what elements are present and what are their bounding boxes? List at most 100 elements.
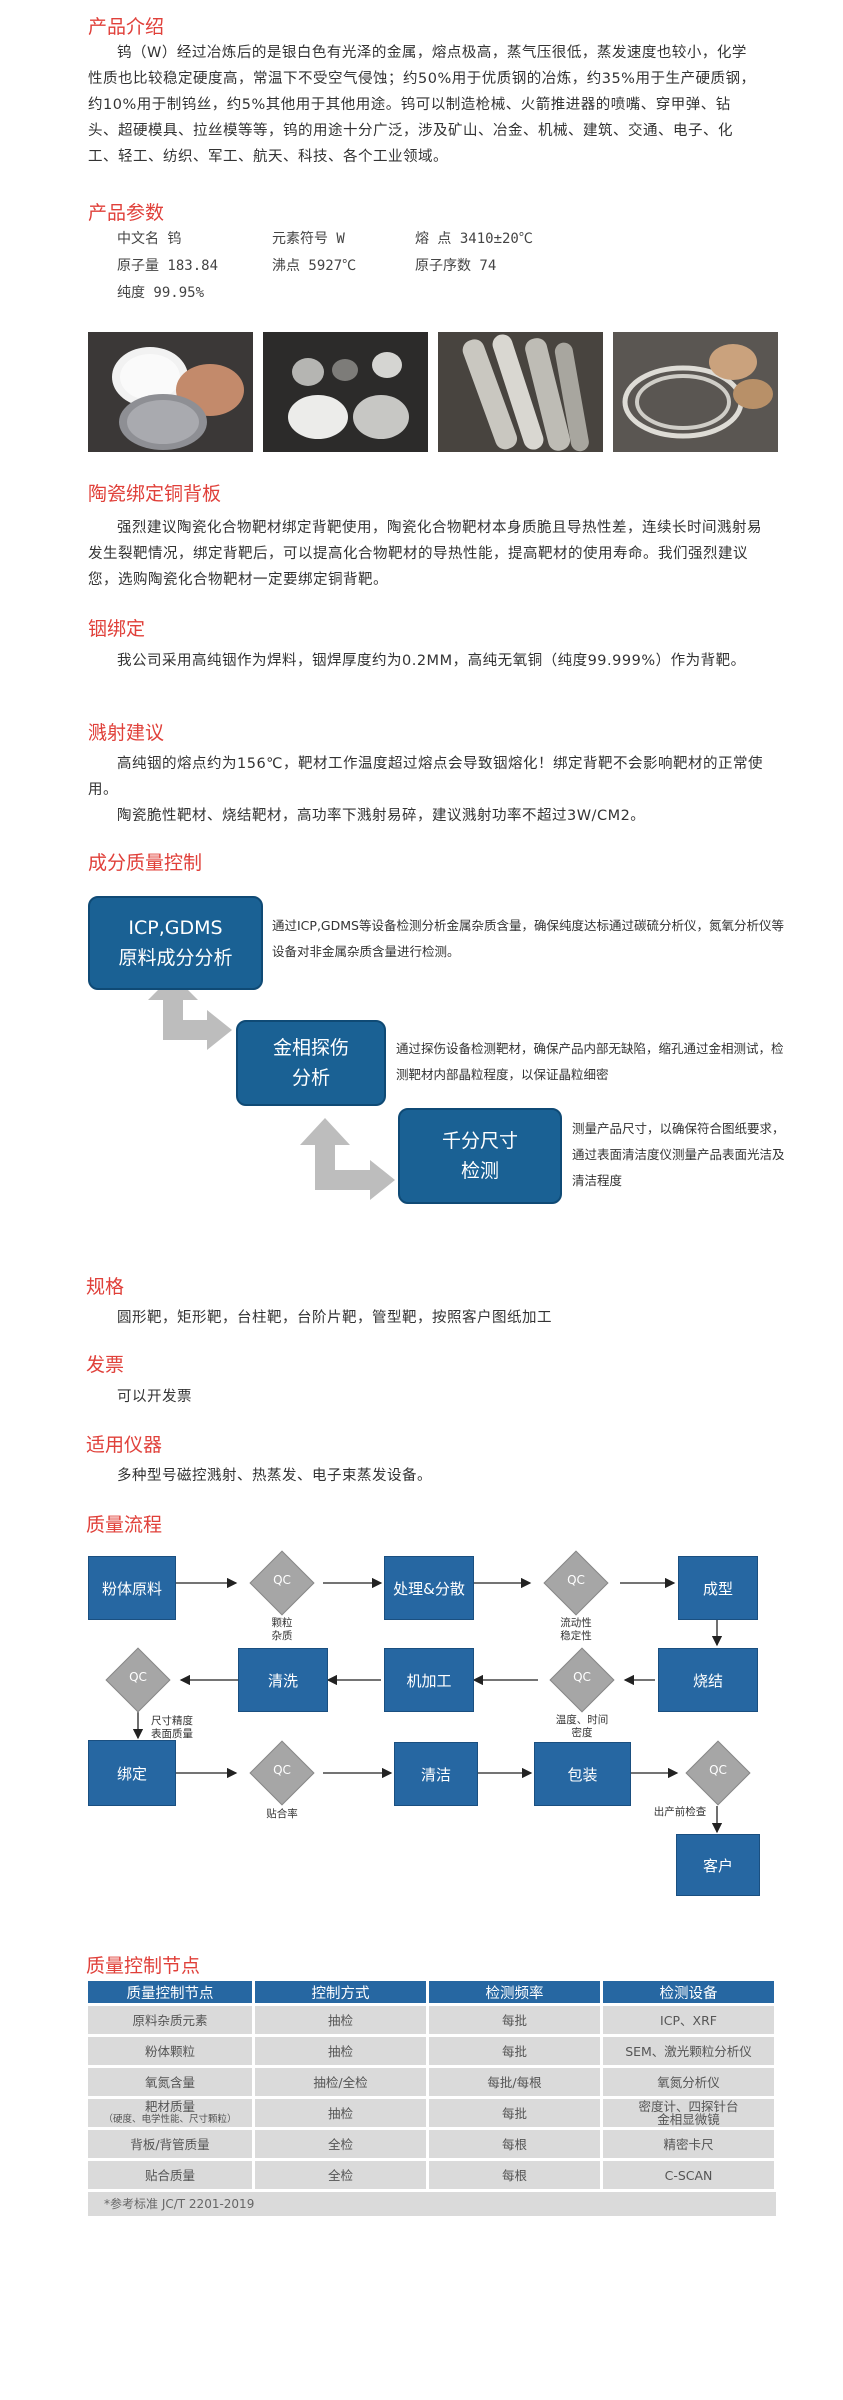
flow-sinter: 烧结 (658, 1648, 758, 1712)
qc-node-3: QC (540, 1647, 624, 1713)
cell: 每根 (429, 2161, 600, 2189)
table-row: 粉体颗粒 抽检 每批 SEM、激光颗粒分析仪 (88, 2037, 774, 2065)
metallographic-text: 通过探伤设备检测靶材，确保产品内部无缺陷，缩孔通过金相测试，检测靶材内部晶粒程度… (396, 1041, 784, 1082)
sputter-text-1: 高纯铟的熔点约为156℃，靶材工作温度超过熔点会导致铟熔化！绑定背靶不会影响靶材… (88, 756, 763, 798)
dimension-text: 测量产品尺寸，以确保符合图纸要求，通过表面清洁度仪测量产品表面光洁及清洁程度 (572, 1121, 785, 1188)
cell-sub: （硬度、电学性能、尺寸颗粒） (103, 2114, 237, 2125)
param-melting: 熔 点 3410±20℃ (415, 231, 533, 247)
cell: 每批/每根 (429, 2068, 600, 2096)
cell: 氧氮分析仪 (603, 2068, 774, 2096)
invoice-text: 可以开发票 (117, 1389, 192, 1405)
cell: 抽检/全检 (255, 2068, 426, 2096)
flow-clean2: 清洁 (394, 1742, 478, 1806)
qc-node-2: QC (534, 1550, 618, 1616)
flow-package: 包装 (534, 1742, 631, 1806)
cell: 氧氮含量 (88, 2068, 252, 2096)
metallographic-box: 金相探伤 分析 (236, 1020, 386, 1106)
flow-machining: 机加工 (384, 1648, 474, 1712)
header-frequency: 检测频率 (429, 1981, 600, 2003)
cell: 抽检 (255, 2006, 426, 2034)
up-left-arrow-1 (148, 975, 232, 1050)
param-boiling: 沸点 5927℃ (272, 258, 357, 274)
indium-text: 我公司采用高纯铟作为焊料，铟焊厚度约为0.2MM，高纯无氧铜（纯度99.999%… (117, 653, 746, 669)
param-symbol: 元素符号 W (272, 231, 345, 247)
table-row: 氧氮含量 抽检/全检 每批/每根 氧氮分析仪 (88, 2068, 774, 2096)
header-method: 控制方式 (255, 1981, 426, 2003)
param-atomic-number: 原子序数 74 (415, 258, 497, 274)
table-header-row: 质量控制节点 控制方式 检测频率 检测设备 (88, 1981, 774, 2003)
icp-analysis-box: ICP,GDMS 原料成分分析 (88, 896, 263, 990)
qc-node-6: QC (676, 1740, 760, 1806)
product-photo-3 (438, 332, 603, 452)
intro-title: 产品介绍 (88, 16, 165, 38)
cell: 原料杂质元素 (88, 2006, 252, 2034)
param-purity: 纯度 99.95% (117, 285, 205, 301)
qc-node-4: QC (96, 1647, 180, 1713)
cell: 全检 (255, 2161, 426, 2189)
intro-text: 钨（W）经过冶炼后的是银白色有光泽的金属，熔点极高，蒸气压很低，蒸发速度也较小，… (88, 45, 756, 165)
product-photo-1 (88, 332, 253, 452)
qc-nodes-table: 质量控制节点 控制方式 检测频率 检测设备 原料杂质元素 抽检 每批 ICP、X… (85, 1978, 777, 2192)
cell-main: 耙材质量 (144, 2099, 195, 2114)
param-chinese-name: 中文名 钨 (117, 231, 182, 247)
flow-forming: 成型 (678, 1556, 758, 1620)
sputter-text-2: 陶瓷脆性靶材、烧结靶材，高功率下溅射易碎，建议溅射功率不超过3W/CM2。 (117, 808, 646, 824)
instrument-title: 适用仪器 (86, 1434, 163, 1456)
qc-nodes-table-wrap: 质量控制节点 控制方式 检测频率 检测设备 原料杂质元素 抽检 每批 ICP、X… (85, 1978, 777, 2216)
header-equipment: 检测设备 (603, 1981, 774, 2003)
cell: 每批 (429, 2006, 600, 2034)
sputter-title: 溅射建议 (88, 722, 165, 744)
flow-cleaning: 清洗 (238, 1648, 328, 1712)
product-photo-4 (613, 332, 778, 452)
bonding-title: 陶瓷绑定铜背板 (88, 483, 222, 505)
cell: 精密卡尺 (603, 2130, 774, 2158)
qc-node-5: QC (240, 1740, 324, 1806)
reference-note: *参考标准 JC/T 2201-2019 (88, 2192, 776, 2216)
cell: 抽检 (255, 2037, 426, 2065)
cell: 每批 (429, 2099, 600, 2127)
cell: 贴合质量 (88, 2161, 252, 2189)
cell: 粉体颗粒 (88, 2037, 252, 2065)
icp-analysis-text: 通过ICP,GDMS等设备检测分析金属杂质含量，确保纯度达标通过碳硫分析仪，氮氧… (272, 918, 784, 959)
nodes-title: 质量控制节点 (86, 1955, 201, 1977)
qc-label-ship: 出产前检查 (653, 1806, 707, 1818)
flow-title: 质量流程 (86, 1514, 163, 1536)
qc-label-flow: 流动性 稳定性 (560, 1617, 592, 1642)
indium-title: 铟绑定 (88, 618, 146, 640)
instrument-text: 多种型号磁控溅射、热蒸发、电子束蒸发设备。 (117, 1468, 432, 1484)
table-row: 背板/背管质量 全检 每根 精密卡尺 (88, 2130, 774, 2158)
cell: 每根 (429, 2130, 600, 2158)
cell: 抽检 (255, 2099, 426, 2127)
qc-label-size: 尺寸精度 表面质量 (151, 1715, 193, 1740)
params-title: 产品参数 (88, 202, 165, 224)
up-left-arrow-2 (300, 1118, 395, 1200)
cell: 密度计、四探针台 金相显微镜 (603, 2099, 774, 2127)
flow-bonding: 绑定 (88, 1740, 176, 1806)
dimension-box: 千分尺寸 检测 (398, 1108, 562, 1204)
flow-connectors (132, 1577, 723, 1834)
cell: SEM、激光颗粒分析仪 (603, 2037, 774, 2065)
spec-text: 圆形靶，矩形靶，台柱靶，台阶片靶，管型靶，按照客户图纸加工 (117, 1310, 552, 1326)
table-row: 贴合质量 全检 每根 C-SCAN (88, 2161, 774, 2189)
table-row: 耙材质量 （硬度、电学性能、尺寸颗粒） 抽检 每批 密度计、四探针台 金相显微镜 (88, 2099, 774, 2127)
qc-label-bond: 贴合率 (266, 1808, 298, 1820)
table-row: 原料杂质元素 抽检 每批 ICP、XRF (88, 2006, 774, 2034)
flow-process: 处理&分散 (384, 1556, 474, 1620)
spec-title: 规格 (86, 1276, 125, 1298)
bonding-text: 强烈建议陶瓷化合物靶材绑定背靶使用，陶瓷化合物靶材本身质脆且导热性差，连续长时间… (88, 520, 762, 588)
invoice-title: 发票 (86, 1354, 125, 1376)
qc-label-particle: 颗粒 杂质 (271, 1617, 293, 1642)
quality-arrows (148, 975, 395, 1200)
cell: 背板/背管质量 (88, 2130, 252, 2158)
flow-powder: 粉体原料 (88, 1556, 176, 1620)
cell: 耙材质量 （硬度、电学性能、尺寸颗粒） (88, 2099, 252, 2127)
qc-node-1: QC (240, 1550, 324, 1616)
header-node: 质量控制节点 (88, 1981, 252, 2003)
cell: 全检 (255, 2130, 426, 2158)
quality-title: 成分质量控制 (88, 852, 203, 874)
cell: 每批 (429, 2037, 600, 2065)
cell: C-SCAN (603, 2161, 774, 2189)
flow-customer: 客户 (676, 1834, 760, 1896)
param-atomic-weight: 原子量 183.84 (117, 258, 219, 274)
cell: ICP、XRF (603, 2006, 774, 2034)
